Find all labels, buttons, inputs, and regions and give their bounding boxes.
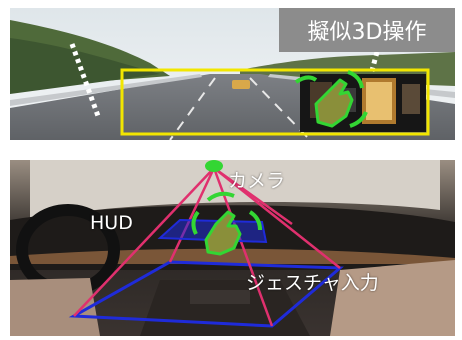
- hud-label: HUD: [90, 212, 133, 234]
- car-interior-illustration: [10, 160, 455, 336]
- camera-icon: [205, 160, 223, 172]
- camera-label: カメラ: [228, 170, 286, 192]
- gesture-input-label: ジェスチャ入力: [246, 272, 379, 294]
- hud-display-frame: [120, 68, 430, 136]
- hand-gesture-icon: [191, 191, 262, 256]
- road-scene-panel: 擬似3D操作: [10, 8, 455, 140]
- pseudo-3d-operation-badge: 擬似3D操作: [279, 8, 455, 52]
- car-interior-panel: カメラ HUD ジェスチャ入力: [10, 160, 455, 336]
- hand-gesture-icon: [294, 70, 368, 128]
